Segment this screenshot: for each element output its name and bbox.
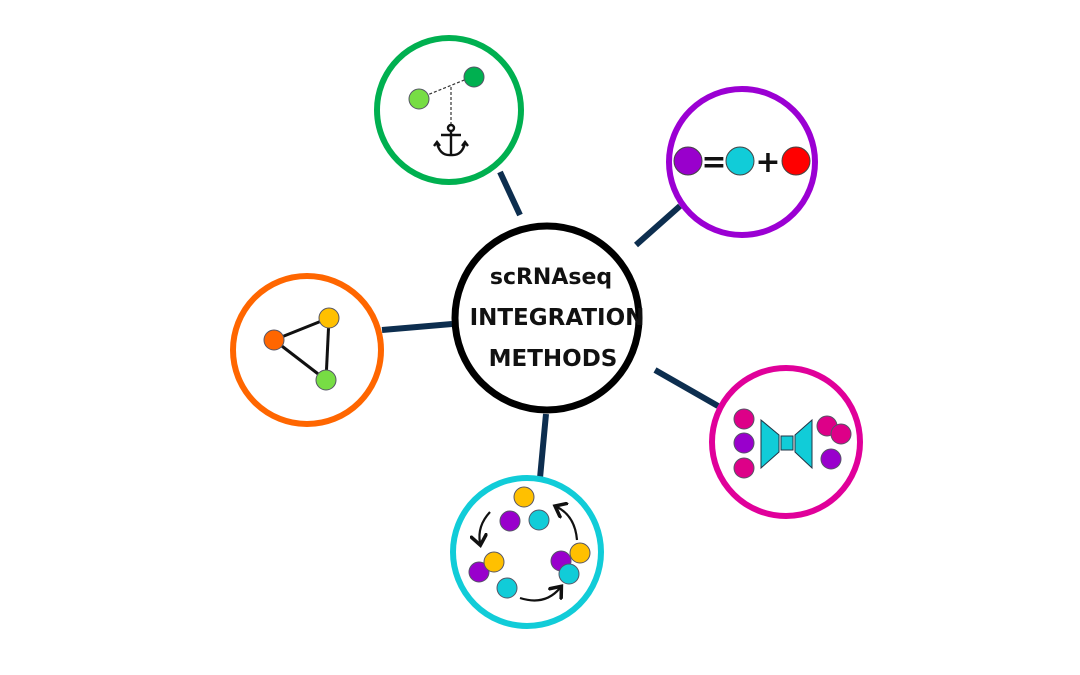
center-title-line3: METHODS	[489, 346, 618, 372]
node-autoencoder-method	[709, 365, 863, 519]
plus-symbol: +	[755, 145, 780, 180]
connector-anchor	[497, 170, 523, 217]
anchor-icon	[433, 123, 469, 157]
input-cells	[733, 408, 755, 479]
cell-dark-green	[463, 66, 485, 88]
output-cells	[816, 415, 852, 470]
center-title-line2: INTEGRATION	[470, 305, 645, 331]
connector-decomposition	[634, 203, 682, 248]
center-title-line1: scRNAseq	[490, 265, 612, 290]
cycle-icon	[479, 507, 579, 602]
cell-purple	[673, 146, 703, 176]
cell-light-green	[408, 88, 430, 110]
node-iterative-clustering-method	[450, 475, 604, 629]
connector-cycle	[537, 413, 549, 479]
node-anchor-method	[374, 35, 524, 185]
cell-cyan	[725, 146, 755, 176]
autoencoder-icon	[760, 418, 813, 470]
cell-red	[781, 146, 811, 176]
node-graph-method	[230, 273, 384, 427]
center-node: scRNAseq INTEGRATION METHODS	[451, 222, 645, 414]
node-decomposition-method: = +	[666, 86, 818, 238]
connector-graph	[381, 321, 453, 333]
connectors	[381, 170, 720, 479]
graph-icon	[263, 307, 340, 391]
connector-autoencoder	[653, 367, 720, 409]
equals-symbol: =	[701, 145, 726, 180]
